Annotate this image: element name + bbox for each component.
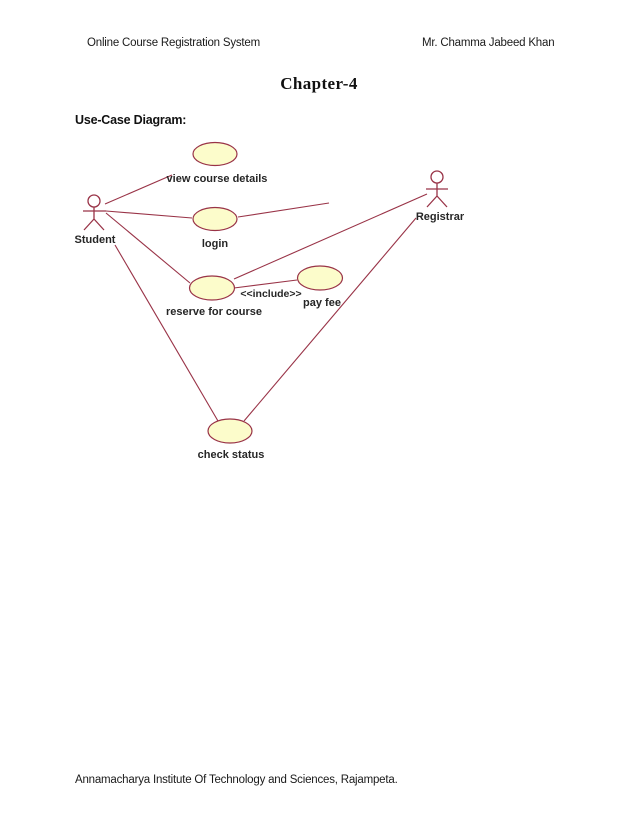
association-registrar-check-status: [243, 217, 417, 422]
student-actor-head: [87, 194, 101, 208]
include-dependency-reserve-pay-fee: [233, 279, 298, 289]
association-student-reserve-for-course: [105, 212, 191, 284]
actor-registrar: Registrar: [416, 170, 465, 223]
section-heading: Use-Case Diagram:: [75, 113, 187, 127]
page-title: Chapter-4: [280, 74, 358, 93]
use-case-oval-check-status: [207, 418, 253, 444]
actor-student: Student: [75, 194, 116, 246]
actor-label-registrar: Registrar: [416, 211, 465, 223]
use-case-oval-pay-fee: [296, 265, 344, 291]
header-doc-title: Online Course Registration System: [87, 37, 261, 49]
association-student-view-course-details: [104, 174, 173, 205]
use-case-oval-reserve-for-course: [188, 275, 236, 301]
use-case-label-pay-fee: pay fee: [303, 297, 341, 309]
include-stereotype-label: <<include>>: [240, 288, 301, 300]
association-student-login: [105, 210, 193, 219]
use-case-oval-login: [192, 206, 238, 232]
header-author: Mr. Chamma Jabeed Khan: [422, 37, 555, 49]
registrar-actor-body: [426, 183, 448, 208]
association-reserve-for-course-registrar: [233, 193, 428, 280]
use-case-label-check-status: check status: [198, 449, 265, 461]
use-case-label-reserve-for-course: reserve for course: [166, 306, 262, 318]
footer-text: Annamacharya Institute Of Technology and…: [75, 774, 398, 786]
registrar-actor-head: [430, 170, 444, 184]
association-login-registrar: [237, 202, 330, 218]
student-actor-body: [83, 207, 106, 231]
use-case-oval-view-course-details: [192, 141, 238, 167]
association-student-check-status: [114, 244, 219, 422]
actor-label-student: Student: [75, 234, 116, 246]
use-case-label-login: login: [202, 238, 229, 250]
use-case-label-view-course-details: view course details: [167, 173, 268, 185]
